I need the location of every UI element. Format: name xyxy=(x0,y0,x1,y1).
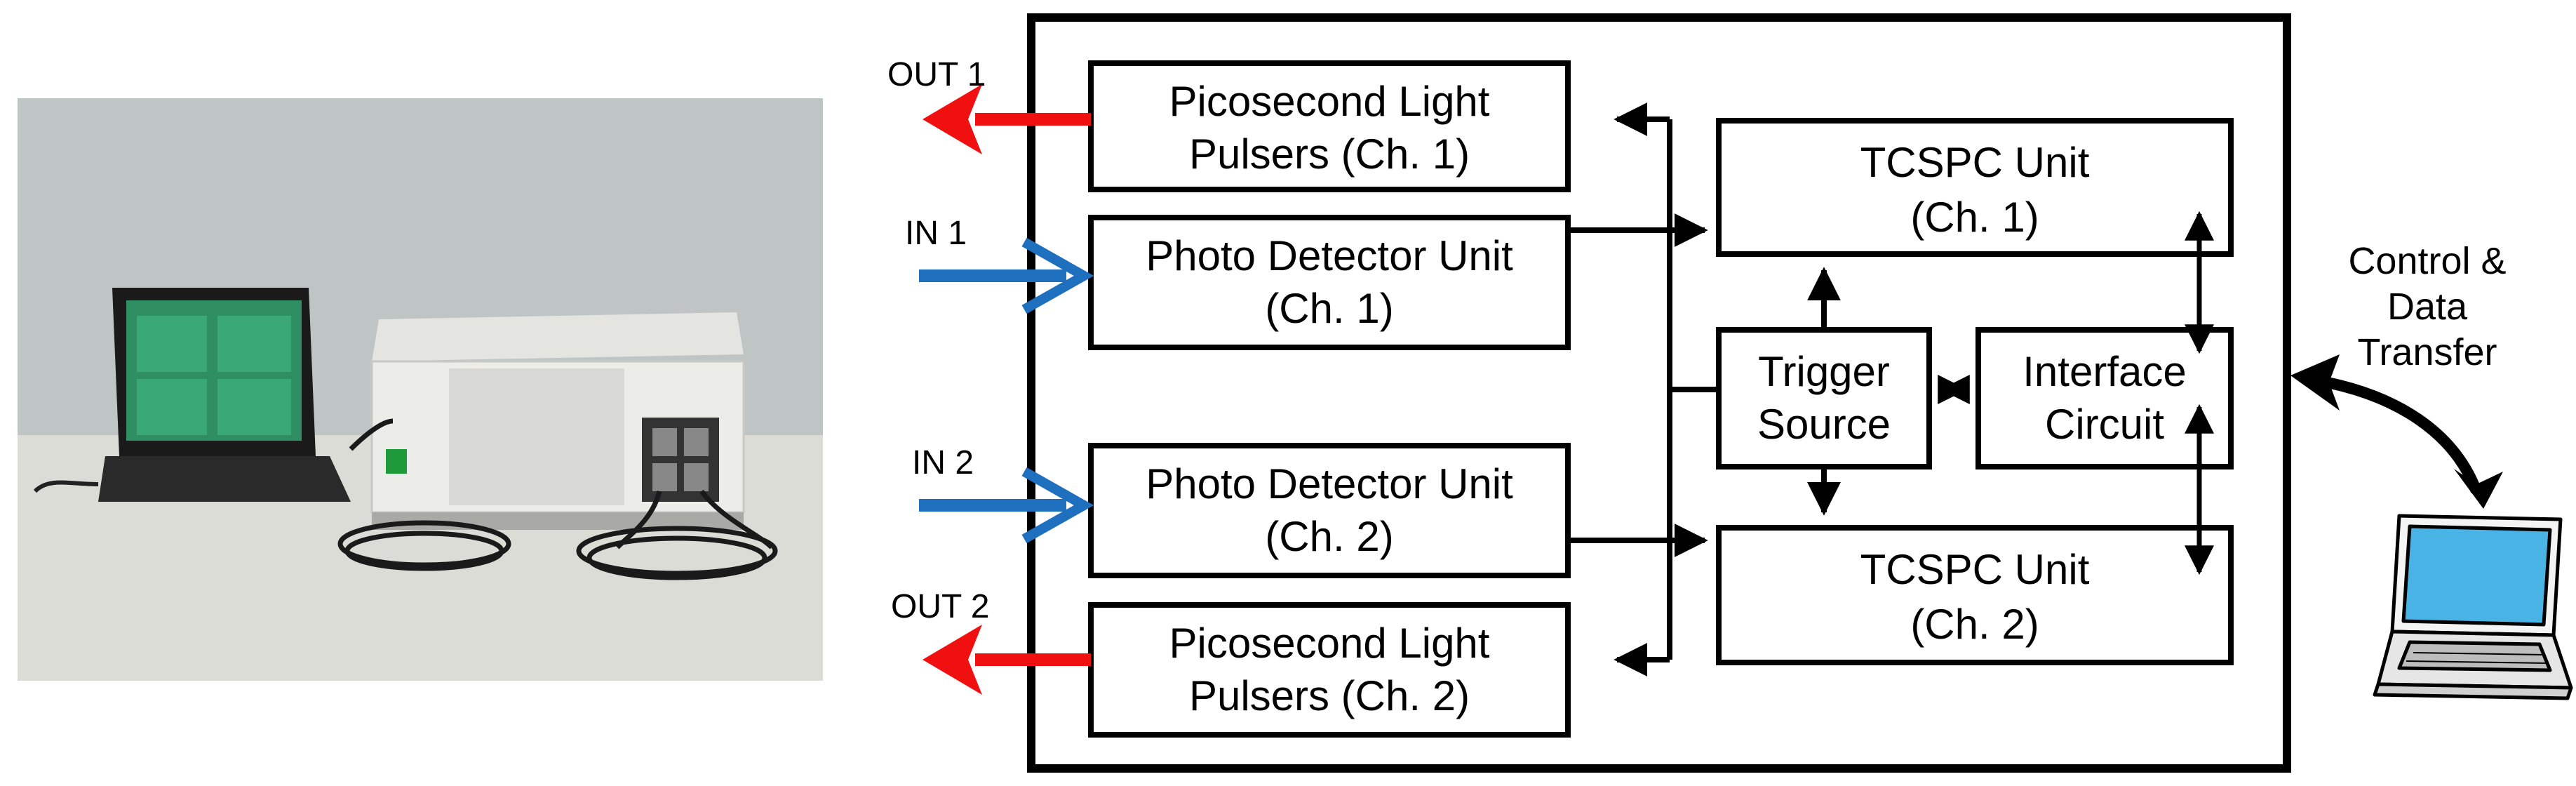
in1-label: IN 1 xyxy=(905,215,967,252)
tcspc-ch2-line2: (Ch. 2) xyxy=(1910,601,2039,648)
pulser-ch2-line2: Pulsers (Ch. 2) xyxy=(1189,672,1470,719)
in2-label: IN 2 xyxy=(912,444,974,481)
detector-ch1-line1: Photo Detector Unit xyxy=(1146,232,1513,279)
interface-line1: Interface xyxy=(2022,348,2186,395)
detector-ch2-line1: Photo Detector Unit xyxy=(1146,460,1513,507)
pulser-ch1-line1: Picosecond Light xyxy=(1169,78,1490,125)
tcspc-system-photo xyxy=(18,98,823,681)
pulser-ch1-line2: Pulsers (Ch. 1) xyxy=(1189,131,1470,178)
internal-connectors xyxy=(1568,102,2214,677)
pulser-ch2-box: Picosecond Light Pulsers (Ch. 2) xyxy=(1088,602,1571,738)
trigger-line2: Source xyxy=(1757,401,1891,448)
tcspc-ch1-line1: TCSPC Unit xyxy=(1860,139,2090,186)
tcspc-ch1-line2: (Ch. 1) xyxy=(1910,194,2039,241)
trigger-source-box: Trigger Source xyxy=(1716,327,1932,469)
detector-ch2-box: Photo Detector Unit (Ch. 2) xyxy=(1088,443,1571,578)
tcspc-ch2-box: TCSPC Unit (Ch. 2) xyxy=(1716,525,2234,665)
output-arrow-2 xyxy=(923,625,1091,695)
control-data-arrow xyxy=(2290,354,2503,509)
interface-line2: Circuit xyxy=(2045,401,2164,448)
photo-cables xyxy=(337,418,778,580)
laptop-icon xyxy=(2373,514,2573,700)
output-arrow-1 xyxy=(923,84,1091,154)
trigger-line1: Trigger xyxy=(1758,348,1890,395)
out2-label: OUT 2 xyxy=(891,588,989,625)
control-label-line2: Data xyxy=(2387,286,2468,328)
pulser-ch1-box: Picosecond Light Pulsers (Ch. 1) xyxy=(1088,60,1571,192)
tcspc-ch2-line1: TCSPC Unit xyxy=(1860,546,2090,593)
control-label-line1: Control & xyxy=(2348,240,2506,282)
out1-label: OUT 1 xyxy=(887,56,986,93)
tcspc-ch1-box: TCSPC Unit (Ch. 1) xyxy=(1716,118,2234,257)
control-label-line3: Transfer xyxy=(2357,331,2497,373)
input-arrow-2 xyxy=(919,467,1094,544)
detector-ch1-box: Photo Detector Unit (Ch. 1) xyxy=(1088,215,1571,350)
photo-instrument xyxy=(370,312,745,530)
photo-laptop xyxy=(33,288,351,502)
detector-ch1-line2: (Ch. 1) xyxy=(1265,285,1393,332)
interface-circuit-box: Interface Circuit xyxy=(1975,327,2234,469)
pulser-ch2-line1: Picosecond Light xyxy=(1169,620,1490,667)
detector-ch2-line2: (Ch. 2) xyxy=(1265,513,1393,560)
input-arrow-1 xyxy=(919,237,1094,314)
system-enclosure xyxy=(1027,13,2291,773)
